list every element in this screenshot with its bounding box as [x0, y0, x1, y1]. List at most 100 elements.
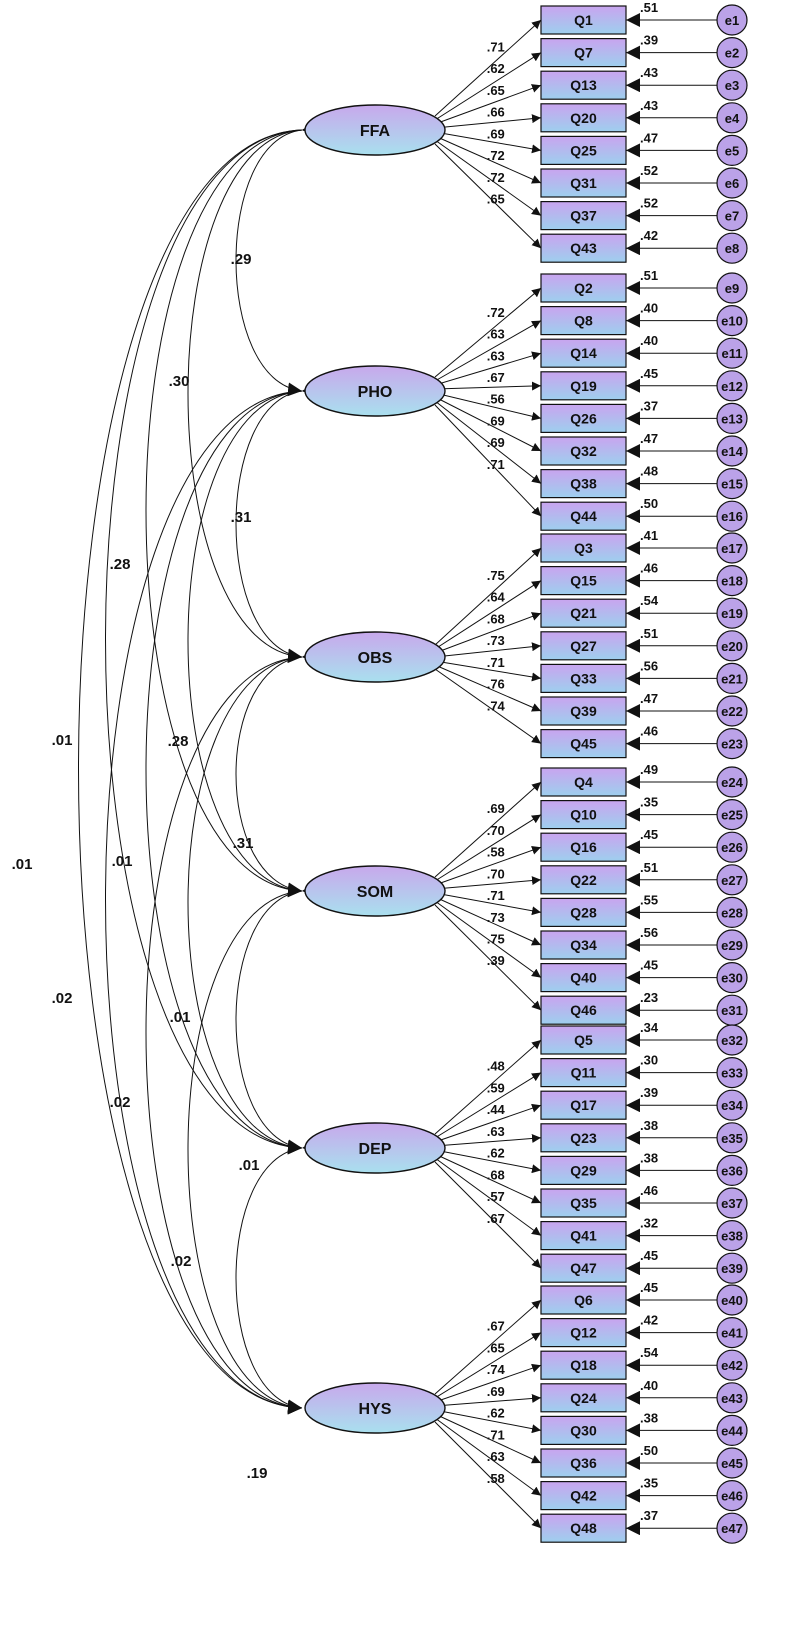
error-term [716, 167, 748, 199]
loading-label: .67 [487, 370, 505, 385]
item-label: Q2 [574, 280, 593, 296]
loading-arrow [434, 1161, 542, 1269]
factor-label: SOM [357, 884, 393, 901]
error-label: e33 [721, 1066, 743, 1081]
error-term [716, 798, 748, 831]
item-box [540, 930, 627, 960]
error-label: e40 [721, 1293, 743, 1308]
item-box [540, 631, 627, 661]
loading-arrow [434, 781, 542, 878]
loading-label: .65 [487, 192, 505, 207]
loading-arrow [434, 1409, 542, 1434]
loading-arrow [434, 135, 542, 184]
r-squared-label: .34 [640, 1020, 659, 1035]
loading-arrow [434, 52, 542, 121]
loading-label: .65 [487, 83, 505, 98]
loading-label: .44 [487, 1102, 506, 1117]
loading-label: .71 [487, 1427, 505, 1442]
loading-label: .70 [487, 866, 505, 881]
loading-arrow [434, 547, 542, 646]
item-label: Q47 [570, 1260, 597, 1276]
loading-label: .63 [487, 1449, 505, 1464]
correlation-arc [235, 648, 317, 897]
error-label: e47 [721, 1521, 743, 1536]
r-squared-label: .52 [640, 196, 658, 211]
item-box [540, 403, 627, 433]
item-label: Q36 [570, 1455, 597, 1471]
error-label: e46 [721, 1489, 743, 1504]
item-label: Q8 [574, 313, 593, 329]
error-label: e22 [721, 704, 743, 719]
r-squared-label: .47 [640, 691, 658, 706]
item-box [540, 728, 627, 759]
correlation-label: .31 [233, 835, 254, 852]
error-term [716, 435, 748, 467]
loading-label: .65 [487, 1340, 505, 1355]
item-label: Q44 [570, 508, 597, 524]
error-label: e15 [721, 477, 743, 492]
r-squared-label: .46 [640, 561, 658, 576]
loading-label: .64 [487, 590, 506, 605]
correlation-label: .02 [110, 1094, 131, 1111]
item-label: Q37 [570, 208, 597, 224]
error-label: e6 [725, 176, 739, 191]
r-squared-label: .56 [640, 658, 658, 673]
loading-arrow [434, 1072, 542, 1139]
item-label: Q6 [574, 1292, 593, 1308]
error-label: e20 [721, 639, 743, 654]
loading-label: .67 [487, 1319, 505, 1334]
item-label: Q31 [570, 175, 597, 191]
correlation-label: .29 [231, 251, 252, 268]
loading-label: .58 [487, 1471, 505, 1486]
error-term [716, 1219, 748, 1252]
error-term [716, 272, 748, 304]
factor-node-pho [304, 365, 446, 417]
r-squared-label: .50 [640, 1443, 658, 1458]
item-box [540, 799, 627, 830]
loading-label: .70 [487, 823, 505, 838]
error-label: e9 [725, 281, 739, 296]
loading-label: .75 [487, 568, 505, 583]
item-label: Q3 [574, 540, 593, 556]
r-squared-label: .43 [640, 98, 658, 113]
item-box [540, 70, 627, 100]
error-label: e36 [721, 1163, 743, 1178]
loading-arrow [434, 139, 542, 217]
error-term [716, 662, 748, 695]
item-label: Q39 [570, 703, 597, 719]
loading-arrow [434, 660, 542, 682]
loading-arrow [434, 392, 542, 421]
item-label: Q4 [574, 774, 593, 790]
item-label: Q21 [570, 605, 597, 621]
r-squared-label: .35 [640, 1476, 658, 1491]
error-term [716, 134, 748, 166]
r-squared-label: .32 [640, 1216, 658, 1231]
correlation-arc [145, 122, 317, 898]
item-box [540, 1253, 627, 1283]
item-box [540, 1448, 627, 1478]
item-box [540, 767, 627, 797]
item-label: Q27 [570, 638, 597, 654]
loading-arrow [434, 320, 542, 382]
loading-arrow [434, 845, 542, 886]
loading-arrow [434, 1394, 542, 1407]
item-label: Q35 [570, 1195, 597, 1211]
error-term [716, 305, 748, 337]
error-label: e12 [721, 379, 743, 394]
loading-arrow [434, 668, 542, 745]
loading-label: .69 [487, 413, 505, 428]
r-squared-label: .39 [640, 1085, 658, 1100]
correlation-arc [187, 883, 317, 1415]
error-label: e2 [725, 46, 739, 61]
loading-label: .62 [487, 1146, 505, 1161]
item-box [540, 897, 627, 928]
error-term [716, 500, 748, 532]
error-term [716, 69, 748, 101]
item-label: Q43 [570, 240, 597, 256]
error-term [716, 1512, 748, 1544]
loading-arrow [434, 612, 542, 654]
r-squared-label: .41 [640, 528, 658, 543]
loading-arrow [434, 1417, 542, 1497]
error-term [716, 468, 748, 500]
